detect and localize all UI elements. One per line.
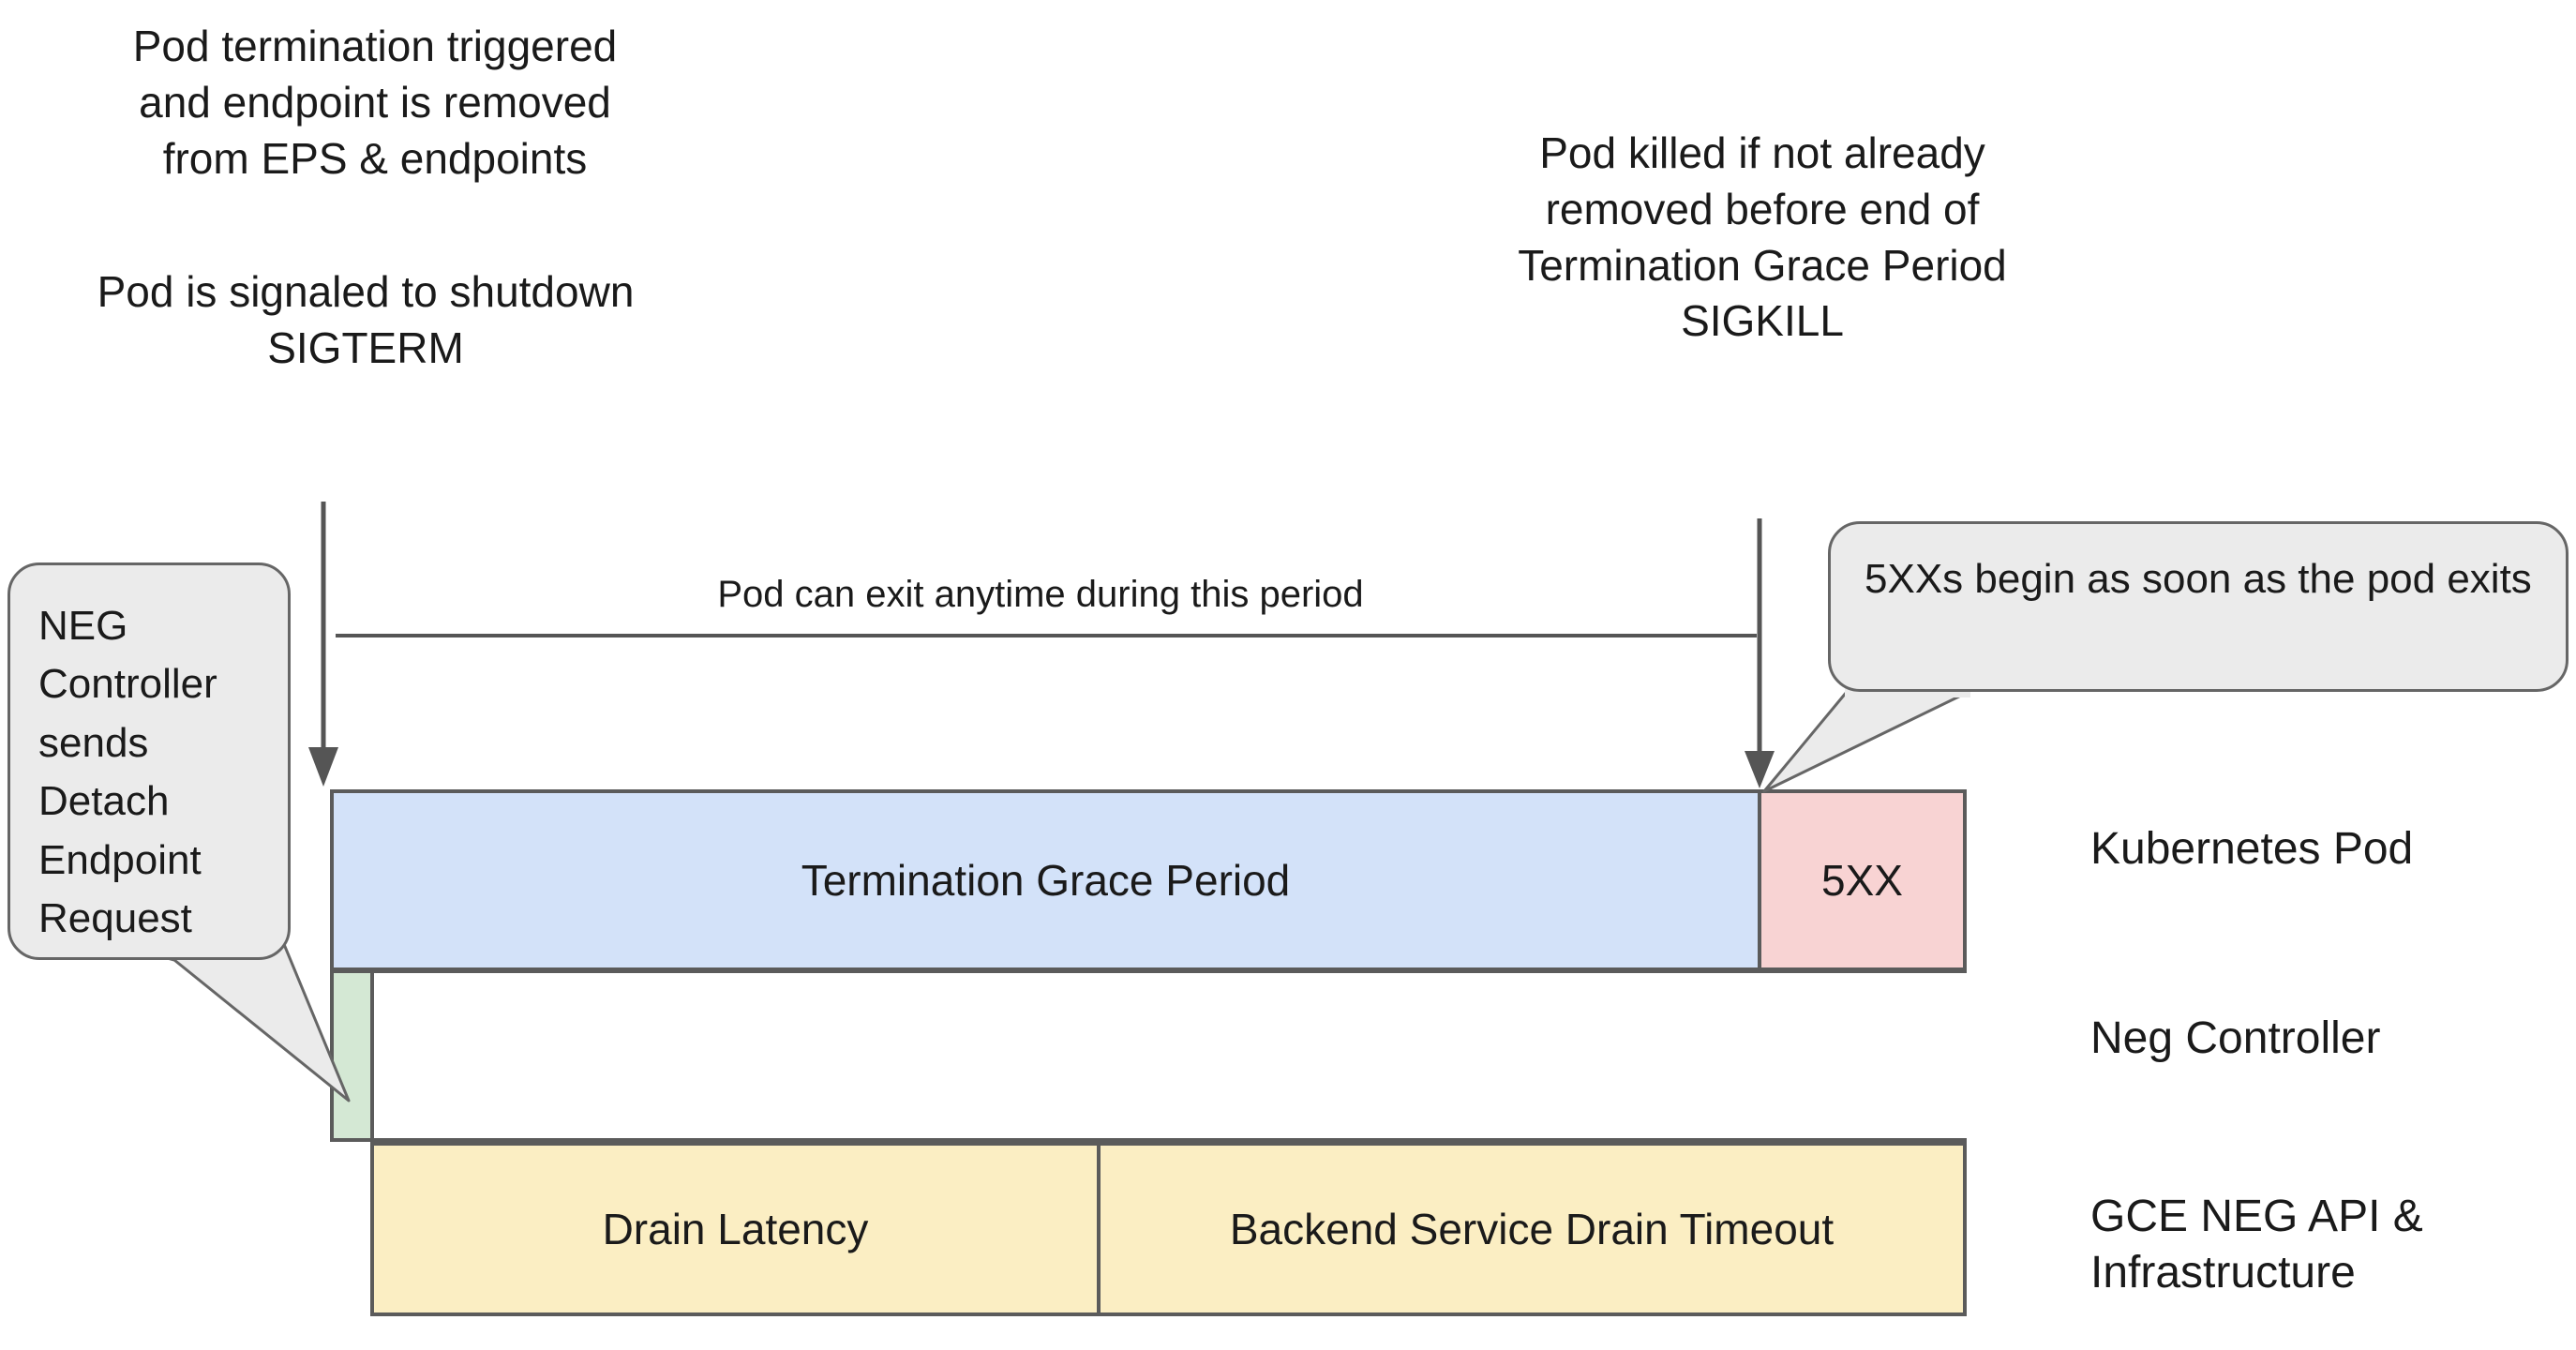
timeline-period-rule [336, 634, 1757, 638]
bar-backend-service-drain-timeout: Backend Service Drain Timeout [1097, 1142, 1967, 1316]
lane-label-kubernetes-pod: Kubernetes Pod [2090, 824, 2414, 874]
bar-label-backend-service-drain-timeout: Backend Service Drain Timeout [1229, 1205, 1835, 1253]
bar-neg-controller-idle [370, 969, 1967, 1142]
bar-neg-detach-window [330, 969, 374, 1142]
bar-termination-grace-period: Termination Grace Period [330, 789, 1761, 971]
note-pod-killed: Pod killed if not already removed before… [1518, 128, 2007, 346]
arrow-down-pod-termination [308, 502, 338, 787]
lane-label-gce-neg-api: GCE NEG API & Infrastructure [2090, 1192, 2423, 1298]
callout-text-neg-controller: NEG Controller sends Detach Endpoint Req… [7, 562, 291, 960]
callout-text-5xx: 5XXs begin as soon as the pod exits [1828, 521, 2569, 692]
bar-5xx: 5XX [1758, 789, 1967, 971]
bar-label-termination-grace-period: Termination Grace Period [801, 856, 1291, 905]
lane-label-neg-controller: Neg Controller [2090, 1013, 2381, 1063]
bar-drain-latency: Drain Latency [370, 1142, 1101, 1316]
bar-label-5xx: 5XX [1821, 856, 1903, 905]
note-pod-sigterm: Pod is signaled to shutdown SIGTERM [97, 267, 635, 372]
arrow-down-pod-killed [1745, 518, 1775, 788]
note-pod-termination: Pod termination triggered and endpoint i… [132, 22, 618, 183]
bar-label-drain-latency: Drain Latency [602, 1205, 869, 1253]
timeline-period-caption: Pod can exit anytime during this period [717, 574, 1364, 615]
